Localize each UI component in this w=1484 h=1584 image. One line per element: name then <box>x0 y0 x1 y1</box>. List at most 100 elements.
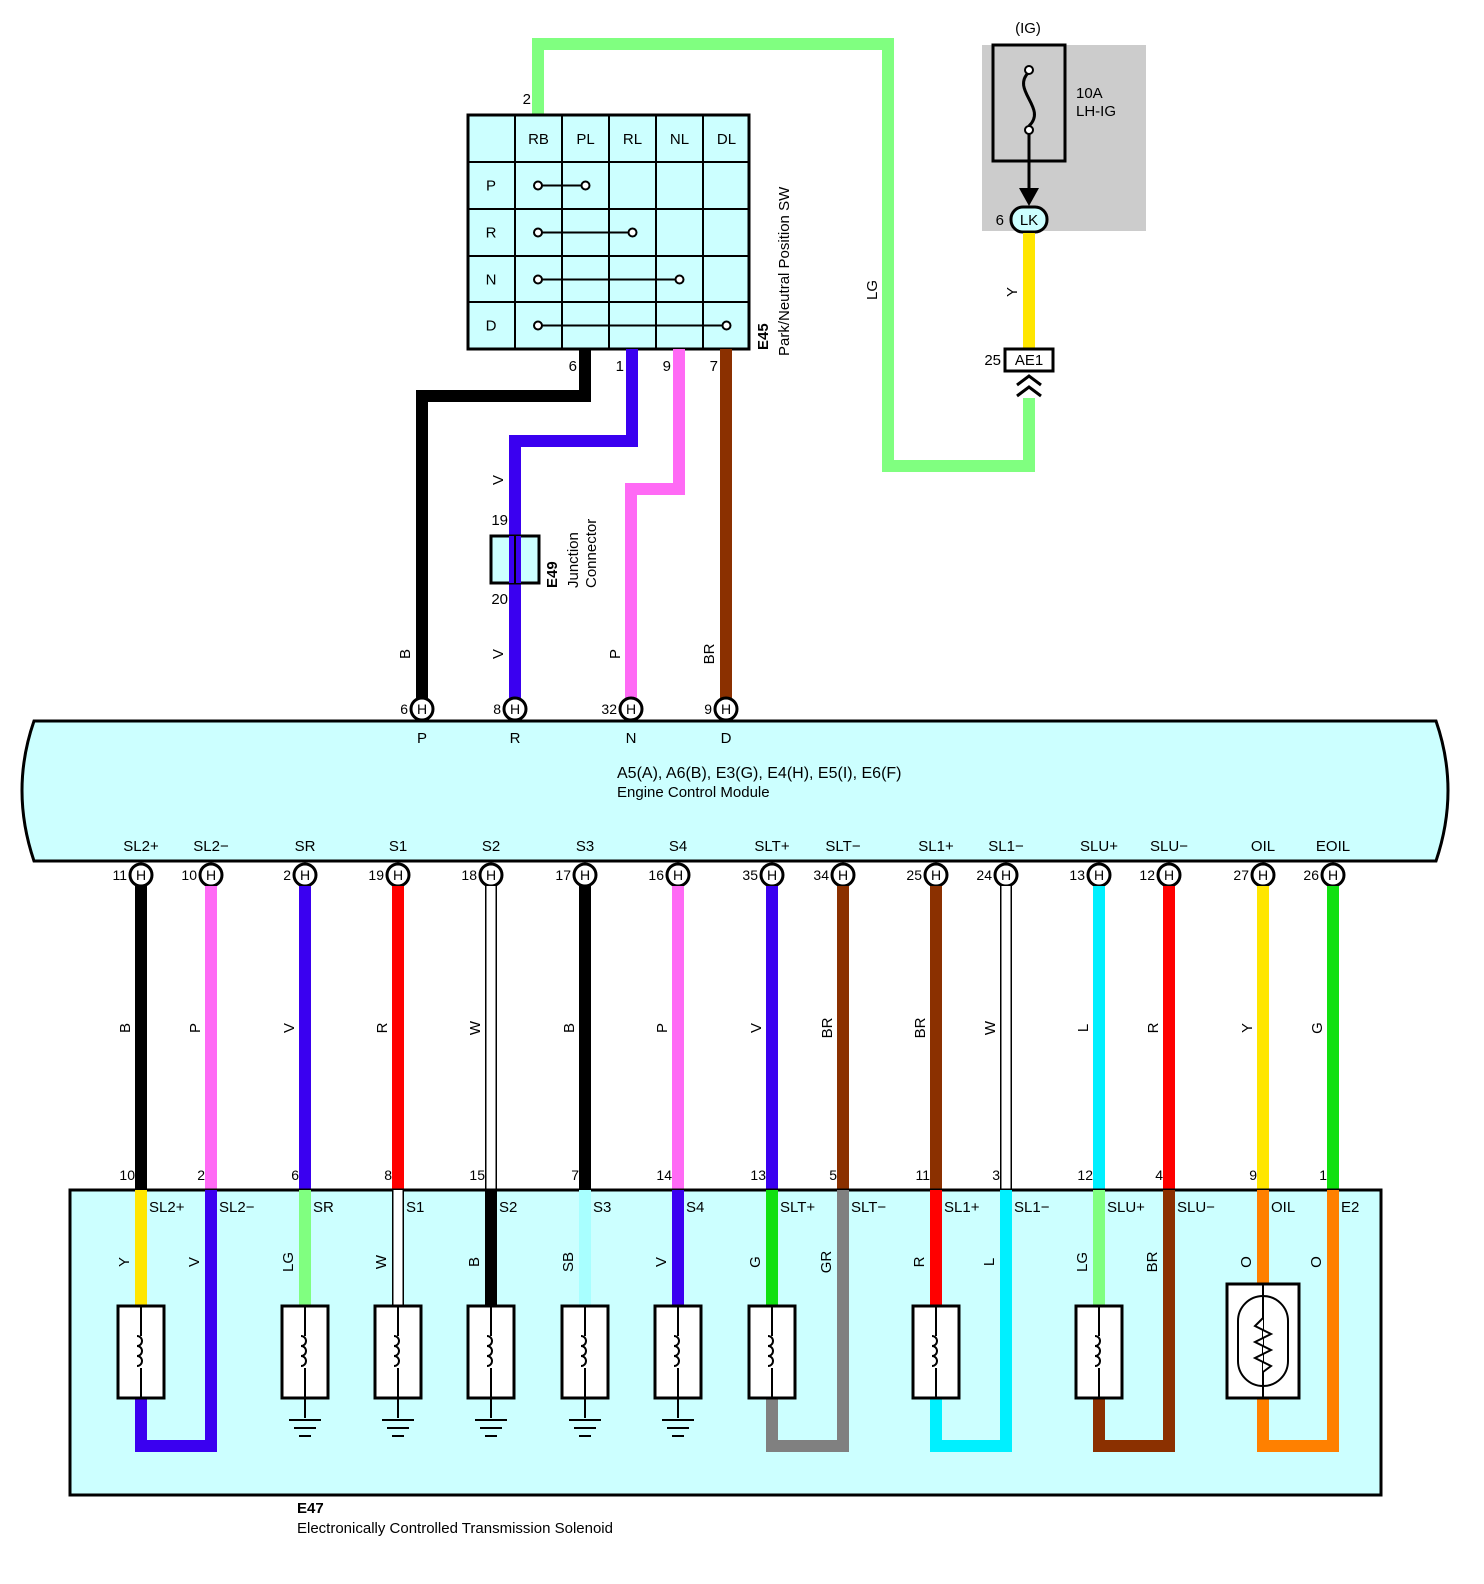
ecm-pin-number: 16 <box>648 867 664 883</box>
ecm-pin-number: 24 <box>976 867 992 883</box>
ecm-body <box>20 719 1450 863</box>
ground-icon <box>289 1419 321 1437</box>
e47-signal-label: SL2+ <box>149 1199 185 1216</box>
pin-letter: H <box>1164 867 1174 883</box>
fuse-terminal-icon <box>1024 65 1034 75</box>
e47-pin-number: 2 <box>197 1167 205 1183</box>
contact-point-icon <box>533 180 543 191</box>
ecm-signal-label: SLT+ <box>754 838 789 855</box>
junction-connector: 19 20 E49 Junction Connector <box>489 512 600 608</box>
ecm-signal-label: S3 <box>576 838 594 855</box>
e47-body <box>68 1188 1383 1497</box>
e45-row-label: R <box>486 225 497 242</box>
e45-row-label: D <box>486 318 497 335</box>
e47-pin-number: 6 <box>291 1167 299 1183</box>
e45-input-pin-number: 2 <box>523 91 531 108</box>
wire-color-label: V <box>748 1023 765 1033</box>
wire-color-label: P <box>654 1023 671 1033</box>
e47-signal-label: SLT+ <box>780 1199 815 1216</box>
wire-color-label: P <box>607 649 624 659</box>
ground-icon <box>475 1419 507 1437</box>
pin-circle <box>713 696 739 722</box>
e47-pin-number: 3 <box>992 1167 1000 1183</box>
e45-column-header: RL <box>623 131 642 148</box>
pin-letter: H <box>626 701 636 717</box>
wire-color-label: LG <box>1074 1252 1091 1272</box>
coil-icon <box>931 1335 938 1367</box>
ecm-signal-label: OIL <box>1251 838 1275 855</box>
wire-color-label: V <box>653 1257 670 1267</box>
ecm-pin-number: 9 <box>704 701 712 717</box>
pin-letter: H <box>1001 867 1011 883</box>
e49-pin-out: 20 <box>491 591 508 608</box>
ae1-pin-number: 25 <box>984 352 1001 369</box>
e49-name-line1: Junction <box>565 532 582 588</box>
pin-circle <box>409 696 435 722</box>
e47-signal-label: SLU+ <box>1107 1199 1145 1216</box>
wire-color-label: B <box>561 1023 578 1033</box>
e45-column-header: DL <box>717 131 736 148</box>
internal-wire-sl1-minus <box>930 1190 1012 1452</box>
pin-letter: H <box>673 867 683 883</box>
wire-color-label: BR <box>819 1017 836 1038</box>
ecm-signal-label: EOIL <box>1316 838 1350 855</box>
engine-control-module: A5(A), A6(B), E3(G), E4(H), E5(I), E6(F)… <box>20 696 1450 888</box>
ecm-signal-label: SLU+ <box>1080 838 1118 855</box>
e47-pin-number: 11 <box>915 1167 930 1183</box>
e45-pin-number: 1 <box>616 358 624 375</box>
ecm-pin-number: 27 <box>1233 867 1249 883</box>
lk-connector <box>1009 205 1049 234</box>
coil-icon <box>300 1335 307 1367</box>
wire-color-label: R <box>911 1256 928 1267</box>
wire-color-label: SB <box>560 1252 577 1272</box>
wire-color-label: Y <box>116 1257 133 1267</box>
ecm-pin-number: 34 <box>813 867 829 883</box>
wire-lg-ignition <box>532 38 1035 472</box>
lk-connector-label: LK <box>1020 212 1038 229</box>
wire-color-label: W <box>467 1020 484 1035</box>
e47-pin-number: 9 <box>1249 1167 1257 1183</box>
e45-row-label: P <box>486 178 496 195</box>
pin-letter: H <box>721 701 731 717</box>
ecm-signal-label: P <box>417 730 427 747</box>
coil-icon <box>673 1335 680 1367</box>
ecm-pin-number: 25 <box>906 867 922 883</box>
ecm-pin-number: 35 <box>742 867 758 883</box>
pin-letter: H <box>510 701 520 717</box>
ecm-signal-label: SL1+ <box>918 838 954 855</box>
wire-color-label: L <box>981 1258 998 1266</box>
e47-signal-label: SL1− <box>1014 1199 1050 1216</box>
e47-signal-label: SLT− <box>851 1199 886 1216</box>
ecm-signal-label: N <box>626 730 637 747</box>
wire-color-label: V <box>490 649 507 659</box>
contact-point-icon <box>627 227 638 238</box>
wire-color-label: B <box>117 1023 134 1033</box>
ecm-pin-number: 32 <box>601 701 617 717</box>
ground-icon <box>569 1419 601 1437</box>
lk-pin-number: 6 <box>996 212 1004 229</box>
wire-color-label: BR <box>1144 1251 1161 1272</box>
wire-color-label: V <box>186 1257 203 1267</box>
pin-letter: H <box>206 867 216 883</box>
ecm-pin-number: 26 <box>1303 867 1319 883</box>
arrow-down-icon <box>1019 188 1039 206</box>
pin-letter: H <box>300 867 310 883</box>
wire-color-label: BR <box>701 643 718 664</box>
ecm-signal-label: SL2− <box>193 838 229 855</box>
e47-signal-label: E2 <box>1341 1199 1359 1216</box>
e47-signal-label: SR <box>313 1199 334 1216</box>
e47-signal-label: S4 <box>686 1199 704 1216</box>
coil-icon <box>1094 1335 1101 1367</box>
ae1-label: AE1 <box>1015 352 1043 369</box>
ecm-signal-label: SL2+ <box>123 838 159 855</box>
e45-pin-number: 9 <box>663 358 671 375</box>
e47-pin-number: 1 <box>1319 1167 1327 1183</box>
ecm-signal-label: R <box>510 730 521 747</box>
wire-color-label: B <box>466 1257 483 1267</box>
wire-color-label: P <box>187 1023 204 1033</box>
wire-color-label: R <box>374 1022 391 1033</box>
